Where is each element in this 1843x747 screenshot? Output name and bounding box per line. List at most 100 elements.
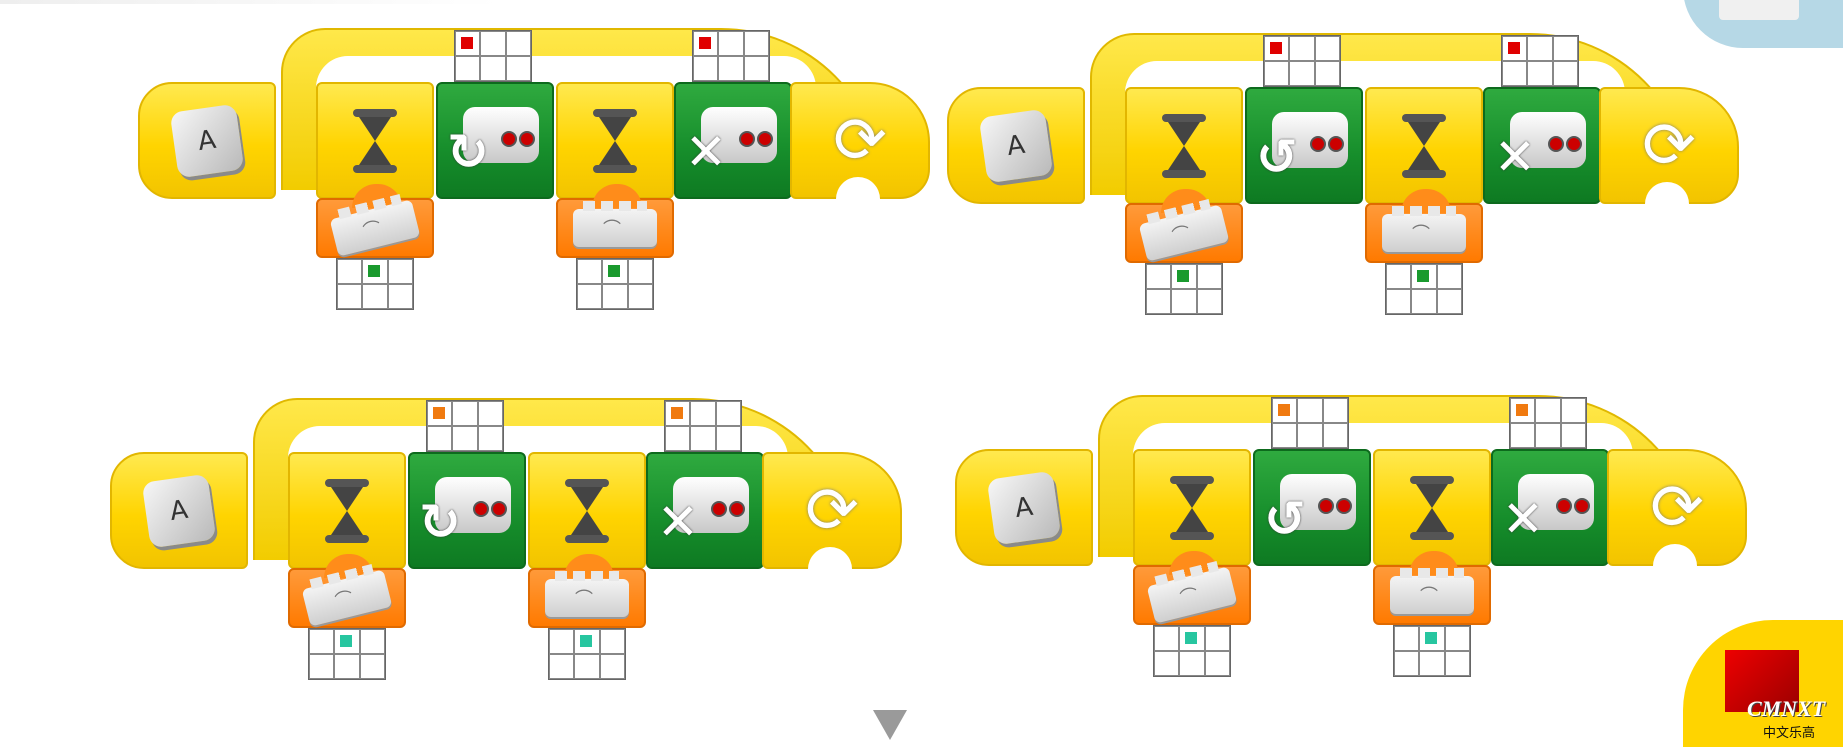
hourglass-cap	[325, 534, 369, 543]
grid-cell	[1272, 423, 1298, 448]
hourglass-cap	[1170, 531, 1214, 540]
logo-subtext: 中文乐高	[1763, 726, 1816, 741]
grid-cell	[1444, 651, 1470, 676]
wait-block[interactable]	[1373, 449, 1491, 566]
grid-mark	[1270, 42, 1282, 54]
grid-cell	[599, 629, 625, 654]
motor-input-grid	[454, 30, 532, 82]
motor-block-stop[interactable]: ✕	[646, 452, 764, 569]
grid-cell	[1264, 61, 1290, 86]
sensor-block[interactable]: ⌒	[316, 184, 434, 258]
hourglass-cap	[593, 164, 637, 173]
start-block[interactable]: A	[138, 82, 276, 199]
rotate-ccw-icon: ↺	[1264, 489, 1306, 548]
sensor-input-grid	[1145, 263, 1223, 315]
grid-cell	[359, 654, 385, 679]
grid-cell	[1289, 36, 1315, 61]
grid-cell	[427, 426, 453, 451]
hourglass-icon	[1402, 113, 1446, 178]
scroll-down-icon[interactable]	[873, 710, 907, 740]
hourglass-cap	[353, 164, 397, 173]
grid-cell	[743, 31, 769, 56]
grid-cell	[549, 629, 575, 654]
grid-cell	[1527, 61, 1553, 86]
motion-sensor-icon: ⌒	[1382, 206, 1466, 252]
grid-cell	[1535, 423, 1561, 448]
grid-cell	[362, 259, 388, 284]
motor-block-counterclockwise[interactable]: ↺	[1245, 87, 1363, 204]
sensor-block[interactable]: ⌒	[528, 554, 646, 628]
hourglass-top	[359, 116, 391, 141]
key-a-icon: A	[169, 103, 245, 178]
top-edge-line	[0, 0, 500, 4]
grid-mark	[368, 265, 381, 277]
motor-block-stop[interactable]: ✕	[1491, 449, 1609, 566]
grid-cell	[743, 56, 769, 81]
grid-cell	[477, 401, 503, 426]
program-4: A⌒↺⌒✕⟳	[955, 379, 1775, 679]
grid-cell	[1196, 289, 1222, 314]
motor-block-counterclockwise[interactable]: ↺	[1253, 449, 1371, 566]
motor-block-stop[interactable]: ✕	[674, 82, 792, 199]
hourglass-top	[1416, 483, 1448, 508]
sensor-block[interactable]: ⌒	[1125, 189, 1243, 263]
grid-cell	[577, 259, 603, 284]
grid-cell	[1510, 398, 1536, 423]
grid-mark	[580, 635, 593, 647]
sensor-block[interactable]: ⌒	[1133, 551, 1251, 625]
hourglass-icon	[353, 108, 397, 173]
motor-block-clockwise[interactable]: ↻	[408, 452, 526, 569]
sensor-block[interactable]: ⌒	[288, 554, 406, 628]
wait-block[interactable]	[1365, 87, 1483, 204]
motor-input-grid	[1263, 35, 1341, 87]
motion-sensor-icon: ⌒	[573, 201, 657, 247]
hourglass-top	[1408, 121, 1440, 146]
wait-block[interactable]	[528, 452, 646, 569]
sensor-block[interactable]: ⌒	[1365, 189, 1483, 263]
wait-block[interactable]	[556, 82, 674, 199]
start-block[interactable]: A	[955, 449, 1093, 566]
motor-port	[501, 130, 517, 147]
motor-block-stop[interactable]: ✕	[1483, 87, 1601, 204]
hourglass-icon	[1170, 475, 1214, 540]
motor-port	[1574, 497, 1590, 514]
key-label: A	[1005, 129, 1027, 162]
motor-block-clockwise[interactable]: ↻	[436, 82, 554, 199]
grid-cell	[574, 654, 600, 679]
grid-cell	[455, 31, 481, 56]
grid-cell	[1386, 264, 1412, 289]
loop-end-block[interactable]: ⟳	[762, 452, 902, 569]
wait-block[interactable]	[316, 82, 434, 199]
start-block[interactable]: A	[110, 452, 248, 569]
brick-arrow-icon: ⌒	[575, 589, 593, 610]
hourglass-bottom	[331, 510, 363, 535]
loop-end-block[interactable]: ⟳	[1599, 87, 1739, 204]
grid-mark	[1425, 632, 1438, 644]
sensor-input-grid	[336, 258, 414, 310]
grid-cell	[1322, 423, 1348, 448]
grid-cell	[1204, 651, 1230, 676]
motor-icon: ↻	[419, 471, 515, 551]
motor-port	[1566, 135, 1582, 152]
loop-end-block[interactable]: ⟳	[1607, 449, 1747, 566]
grid-cell	[1527, 36, 1553, 61]
brick-arrow-icon: ⌒	[1412, 224, 1430, 245]
loop-end-block[interactable]: ⟳	[790, 82, 930, 199]
wait-block[interactable]	[288, 452, 406, 569]
motor-port	[711, 500, 727, 517]
key-a-icon: A	[141, 473, 217, 548]
grid-cell	[1394, 651, 1420, 676]
grid-cell	[427, 401, 453, 426]
sensor-block[interactable]: ⌒	[556, 184, 674, 258]
grid-cell	[452, 401, 478, 426]
motor-input-grid	[1501, 35, 1579, 87]
wait-block[interactable]	[1133, 449, 1251, 566]
start-block[interactable]: A	[947, 87, 1085, 204]
wait-block[interactable]	[1125, 87, 1243, 204]
program-2: A⌒↺⌒✕⟳	[947, 17, 1767, 317]
sensor-block[interactable]: ⌒	[1373, 551, 1491, 625]
hourglass-bottom	[1408, 145, 1440, 170]
grid-cell	[455, 56, 481, 81]
hourglass-cap	[565, 478, 609, 487]
grid-cell	[1436, 289, 1462, 314]
